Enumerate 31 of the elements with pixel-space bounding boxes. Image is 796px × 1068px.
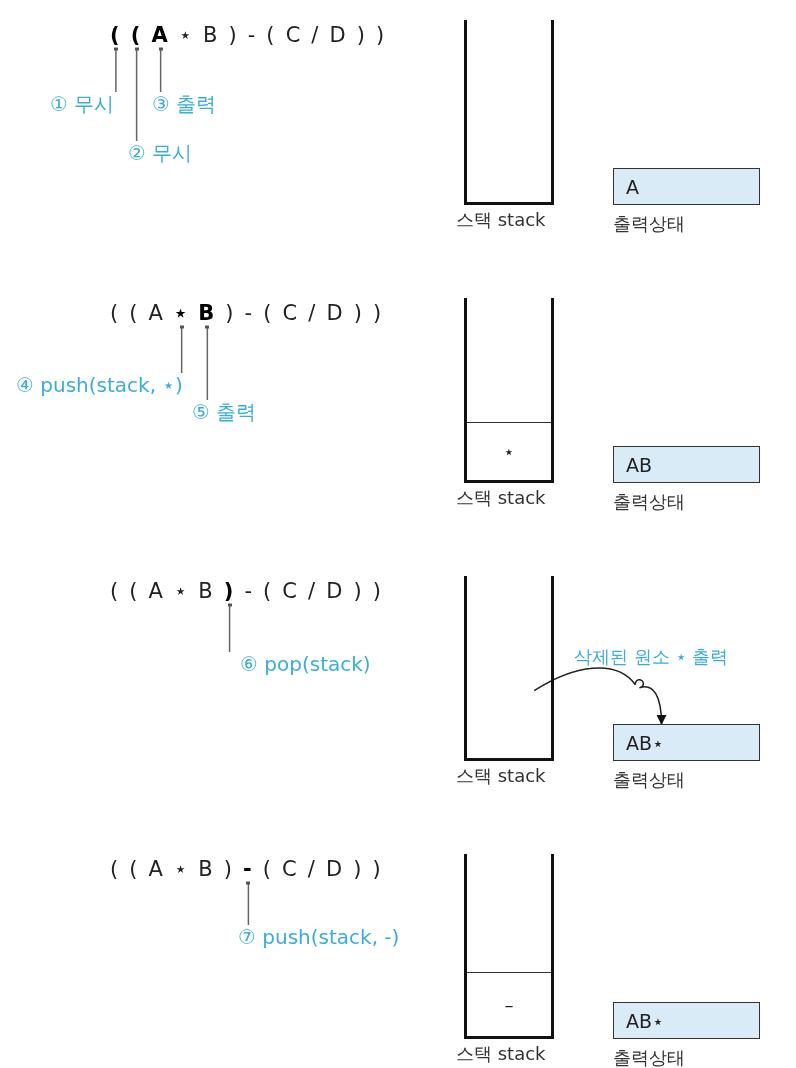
stack-element: ⋆ bbox=[467, 422, 551, 480]
expression-text: ( ( A ⋆ B ) - ( C / D ) ) bbox=[110, 576, 384, 606]
step-annotation: ⑦ push(stack, -) bbox=[238, 925, 400, 949]
step-annotation: ③ 출력 bbox=[152, 92, 217, 116]
stack-container bbox=[464, 576, 554, 761]
edge-label: 삭제된 원소 ⋆ 출력 bbox=[574, 646, 729, 668]
output-caption: 출력상태 bbox=[613, 214, 685, 234]
stack-element: – bbox=[467, 972, 551, 1036]
stack-caption: 스택 stack bbox=[456, 1044, 546, 1064]
output-state-box: A bbox=[613, 168, 760, 205]
curved-arrow bbox=[533, 667, 667, 725]
step-annotation: ⑤ 출력 bbox=[192, 400, 257, 424]
output-state-box: AB bbox=[613, 446, 760, 483]
stack-caption: 스택 stack bbox=[456, 766, 546, 786]
step-annotation: ④ push(stack, ⋆) bbox=[16, 373, 183, 397]
expression-text: ( ( A ⋆ B ) - ( C / D ) ) bbox=[110, 854, 383, 884]
stack-caption: 스택 stack bbox=[456, 210, 546, 230]
step-annotation: ① 무시 bbox=[50, 92, 115, 116]
stack-container bbox=[464, 298, 554, 483]
output-caption: 출력상태 bbox=[613, 770, 685, 790]
step-annotation: ② 무시 bbox=[128, 141, 193, 165]
expression-text: ( ( A ⋆ B ) - ( C / D ) ) bbox=[110, 298, 384, 328]
step-annotation: ⑥ pop(stack) bbox=[240, 652, 371, 676]
output-state-box: AB⋆ bbox=[613, 1002, 760, 1039]
output-caption: 출력상태 bbox=[613, 1048, 685, 1068]
stack-container bbox=[464, 20, 554, 205]
output-state-box: AB⋆ bbox=[613, 724, 760, 761]
stack-caption: 스택 stack bbox=[456, 488, 546, 508]
expression-text: ( ( A ⋆ B ) - ( C / D ) ) bbox=[110, 20, 387, 50]
stack-container bbox=[464, 854, 554, 1039]
output-caption: 출력상태 bbox=[613, 492, 685, 512]
